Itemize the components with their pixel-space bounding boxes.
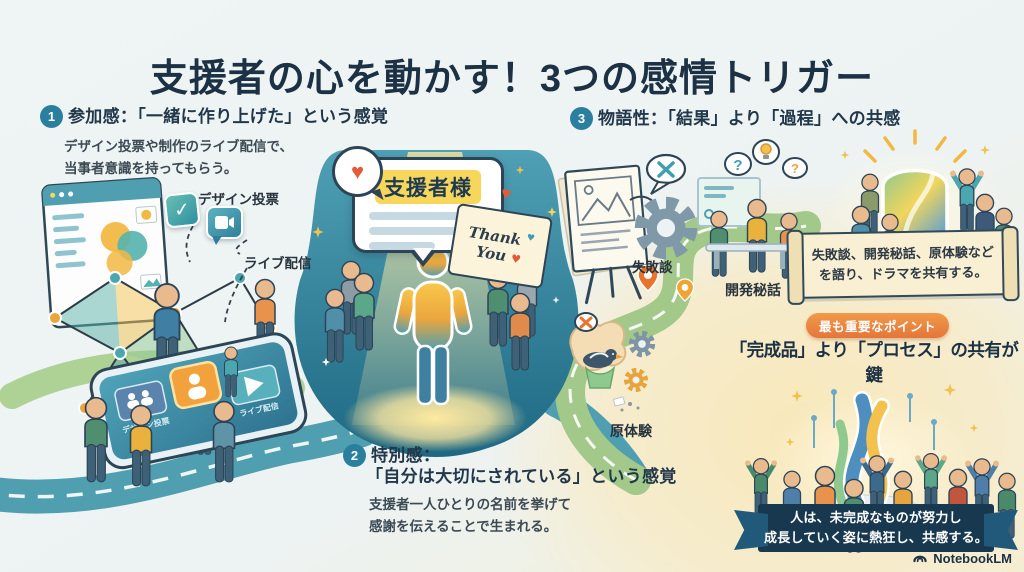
thank-you-card: Thank ♥ You ♥ [446,202,554,290]
brand-footer: NotebookLM [912,550,1012,566]
sparkle-icon [791,390,803,402]
heart-icon: ♥ [510,251,522,267]
failure-story-label: 失敗談 [632,260,673,275]
section-3-heading: 物語性：「結果」より「過程」への共感 [598,109,901,128]
bird-icon [583,349,623,368]
live-label-connector [224,239,248,323]
broken-gear-icon [624,368,648,392]
conclusion-ribbon: 人は、未完成なものが努力し 成長していく姿に熱狂し、共感する。 [734,504,1018,552]
tablet-featured-button [169,360,223,410]
page-title: 支援者の心を動かす！3つの感情トリガー [149,58,875,101]
glowing-supporter-figure [393,224,473,406]
center-spotlight-scene [294,150,579,457]
design-vote-label: デザイン投票 [198,192,279,207]
notebooklm-logo-icon [913,555,927,563]
supporter-title: 支援者様 [375,170,481,204]
x-speech-bubble-icon [645,153,687,195]
heart-speech-bubble-icon: ♥ [332,146,383,197]
heart-icon: ♥ [525,233,536,245]
vote-label-connector [185,225,194,263]
section-1-number-badge: 1 [40,105,63,128]
scroll-roll-end [786,229,805,306]
section-2-body: 支援者一人ひとりの名前を挙げて 感謝を伝えることで生まれる。 [369,497,572,534]
meeting-scene-illustration: ? ? [697,139,808,279]
swirl-green [833,419,849,507]
section-3-number-badge: 3 [570,107,593,130]
dev-story-label: 開発秘話 [725,282,781,298]
lightbulb-bubble-icon [752,139,780,165]
section-2-heading: 特別感： 「自分は大切にされている」という感覚 [366,446,677,487]
section-1-heading: 参加感：「一緒に作り上げた」という感覚 [68,107,389,126]
placeholder-line [369,242,435,250]
key-point-badge: 最も重要なポイント [806,313,950,338]
x-speech-bubble-icon [574,312,598,332]
placeholder-line [369,227,487,235]
sparkle-icon [969,423,979,433]
scroll-roll-end [1001,225,1020,302]
check-icon: ✓ [163,191,201,229]
story-scroll-banner: 失敗談、開発秘話、原体験など を語り、ドラマを共有する。 [786,225,1020,306]
sparkle-icon [840,150,850,160]
section-1-body: デザイン投票や制作のライブ配信で、 当事者意識を持ってもらう。 [64,139,293,176]
svg-text:?: ? [791,161,799,176]
rays-icon [863,129,967,163]
video-camera-icon [206,206,243,245]
circuit-lines [813,392,935,450]
bubble-tail [413,248,433,261]
origin-experience-label: 原体験 [610,423,652,439]
placeholder-line [369,212,487,220]
svg-text:?: ? [733,157,742,174]
sketch-board-illustration [557,164,649,305]
sparkle-icon [980,145,990,155]
live-stream-label: ライブ配信 [244,256,312,271]
spotlight-glow [343,384,527,452]
question-bubble-icon: ? [724,152,752,176]
brand-name: NotebookLM [933,550,1012,566]
key-point-headline: 「完成品」より「プロセス」の共有が鍵 [729,340,1019,385]
origin-sketch-illustration [569,312,652,412]
section-2-number-badge: 2 [343,444,366,467]
browser-window-illustration [41,177,171,329]
question-bubble-icon: ? [782,157,808,179]
